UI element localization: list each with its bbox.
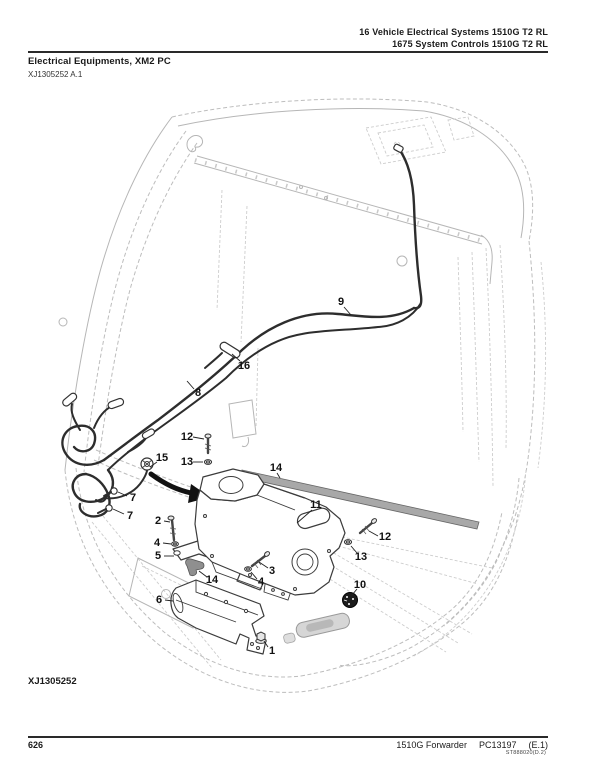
figure-id: XJ1305252 xyxy=(28,676,77,687)
screw-12-left xyxy=(204,433,212,455)
knob-10 xyxy=(342,592,358,608)
header-line-2: 1675 System Controls 1510G T2 RL xyxy=(392,38,548,49)
callout-6: 6 xyxy=(156,594,162,606)
footer-edition: (E.1) xyxy=(528,740,548,750)
footer-model: 1510G Forwarder xyxy=(396,740,467,750)
section-title: Electrical Equipments, XM2 PC xyxy=(28,56,171,67)
cab-outline xyxy=(58,98,547,693)
washer-4-right xyxy=(244,566,252,572)
footer-rule xyxy=(28,736,548,738)
callout-4: 4 xyxy=(258,576,265,588)
module-bracket xyxy=(194,468,346,596)
header-line-1: 16 Vehicle Electrical Systems 1510G T2 R… xyxy=(359,27,548,37)
callout-1: 1 xyxy=(269,645,275,657)
footer-catalog: PC13197 xyxy=(478,740,517,750)
support-bracket xyxy=(170,579,267,655)
connector-15 xyxy=(140,457,154,471)
callout-12: 12 xyxy=(379,531,391,543)
connector-16 xyxy=(204,341,241,369)
callout-2: 2 xyxy=(155,515,161,527)
ring-terminal-7b xyxy=(105,504,113,512)
callout-4: 4 xyxy=(154,537,161,549)
screw-12-right xyxy=(358,518,378,535)
callout-leaders xyxy=(112,306,379,648)
callout-10: 10 xyxy=(354,579,366,591)
callout-8: 8 xyxy=(195,387,201,399)
door-handle xyxy=(283,612,350,644)
callout-12: 12 xyxy=(181,431,193,443)
washer-4-left xyxy=(171,541,179,547)
figure-reference: XJ1305252 A.1 xyxy=(28,70,83,79)
callout-7: 7 xyxy=(127,510,133,522)
trim-clip-14 xyxy=(185,558,205,577)
callout-11: 11 xyxy=(310,499,322,511)
ring-terminal-7a xyxy=(110,487,118,495)
callout-3: 3 xyxy=(269,565,275,577)
callout-14: 14 xyxy=(206,574,219,586)
callout-7: 7 xyxy=(130,492,136,504)
callout-9: 9 xyxy=(338,296,344,308)
callout-13: 13 xyxy=(355,551,367,563)
washer-13-left xyxy=(203,459,213,465)
page-number: 626 xyxy=(28,740,44,750)
footer-doc-code: ST888020(D.2) xyxy=(505,750,546,756)
antenna-cable xyxy=(102,143,423,471)
screw-2 xyxy=(167,515,177,542)
nut-1 xyxy=(255,631,267,644)
washer-13-right xyxy=(343,539,353,545)
header-rule xyxy=(28,51,548,53)
footer-right: 1510G Forwarder PC13197 (E.1) xyxy=(396,740,548,750)
callout-15: 15 xyxy=(156,452,168,464)
callout-14: 14 xyxy=(270,462,283,474)
callout-16: 16 xyxy=(238,360,250,372)
callout-5: 5 xyxy=(155,550,161,562)
page-header: 16 Vehicle Electrical Systems 1510G T2 R… xyxy=(359,27,548,50)
screw-3 xyxy=(250,551,271,569)
callout-13: 13 xyxy=(181,456,193,468)
harness-bundle xyxy=(61,392,156,518)
